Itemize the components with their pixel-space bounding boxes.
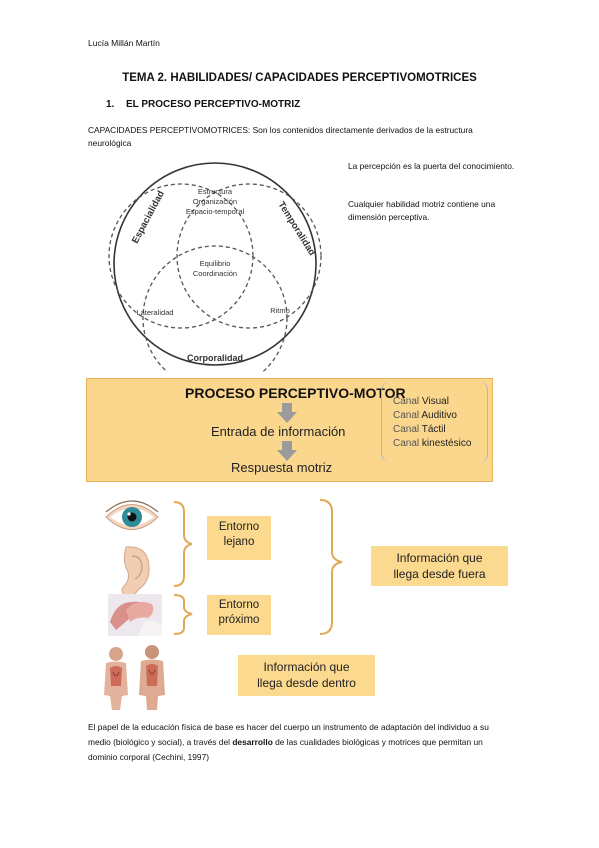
info-dentro-line2: llega desde dentro xyxy=(257,676,356,690)
human-body-icon xyxy=(139,645,165,710)
canales-bracket-left xyxy=(381,381,484,463)
hand-touch-icon xyxy=(108,594,162,636)
circle-corporalidad xyxy=(142,245,288,372)
proceso-respuesta: Respuesta motriz xyxy=(231,460,333,475)
ear-icon xyxy=(121,546,150,598)
entorno-proximo-line1: Entorno xyxy=(218,599,260,611)
venn-diagram: Espacialidad Temporalidad Corporalidad E… xyxy=(108,162,322,372)
proceso-banner: PROCESO PERCEPTIVO-MOTOR Entrada de info… xyxy=(86,378,493,482)
label-espacio-temporal: Espacio-temporal xyxy=(186,207,245,216)
label-temporalidad: Temporalidad xyxy=(275,200,317,258)
label-espacialidad: Espacialidad xyxy=(130,189,167,246)
info-fuera-line1: Información que xyxy=(396,551,483,565)
section-heading: 1. EL PROCESO PERCEPTIVO-MOTRIZ xyxy=(106,99,300,110)
eye-icon xyxy=(105,500,159,530)
label-equilibrio: Equilibrio xyxy=(200,259,231,268)
canal-visual: Canal Visual xyxy=(393,396,449,407)
label-estructura: Estructura xyxy=(198,187,233,196)
section-label: EL PROCESO PERCEPTIVO-MOTRIZ xyxy=(126,99,301,110)
canales-bracket-right xyxy=(479,381,488,463)
section-number: 1. xyxy=(106,99,115,110)
human-body-icon xyxy=(104,647,128,710)
info-fuera-box: Información que llega desde fuera xyxy=(371,546,508,586)
info-dentro-box: Información que llega desde dentro xyxy=(238,655,375,696)
label-corporalidad: Corporalidad xyxy=(187,353,243,363)
bracket-fuera xyxy=(319,499,343,635)
page-title: TEMA 2. HABILIDADES/ CAPACIDADES PERCEPT… xyxy=(122,72,477,84)
arrow-down-icon xyxy=(277,403,297,423)
label-ritmo: Ritmo xyxy=(270,306,290,315)
footer-text-bold: desarrollo xyxy=(232,737,273,747)
entorno-lejano-line2: lejano xyxy=(223,536,255,548)
info-fuera-line2: llega desde fuera xyxy=(393,567,486,581)
circle-temporalidad xyxy=(176,183,322,329)
author-name: Lucía Millán Martín xyxy=(88,38,160,48)
side-note-habilidad: Cualquier habilidad motriz contiene una … xyxy=(348,199,496,222)
side-note-percepcion: La percepción es la puerta del conocimie… xyxy=(348,161,515,171)
footer-text-end: de las cualidades biológicas y motrices … xyxy=(88,737,483,762)
canal-auditivo: Canal Auditivo xyxy=(393,410,457,421)
entorno-lejano-box: Entorno lejano xyxy=(207,516,271,560)
label-coordinacion: Coordinación xyxy=(193,269,237,278)
footer-paragraph: El papel de la educación física de base … xyxy=(88,720,513,765)
bracket-proximo xyxy=(173,594,193,635)
outer-circle xyxy=(113,162,317,366)
circle-espacialidad xyxy=(108,183,254,329)
proceso-entrada: Entrada de información xyxy=(211,424,346,439)
entorno-diagram xyxy=(104,499,343,710)
canal-kinestesico: Canal kinestésico xyxy=(393,438,472,449)
bracket-lejano xyxy=(173,501,193,587)
label-lateralidad: Lateralidad xyxy=(136,308,173,317)
intro-paragraph: CAPACIDADES PERCEPTIVOMOTRICES: Son los … xyxy=(88,125,473,148)
label-organizacion: Organización xyxy=(193,197,237,206)
footer-text-start: El papel de la educación física de base … xyxy=(88,722,489,747)
canal-tactil: Canal Táctil xyxy=(393,424,446,435)
entorno-lejano-line1: Entorno xyxy=(218,521,260,533)
proceso-title: PROCESO PERCEPTIVO-MOTOR xyxy=(185,385,406,401)
arrow-down-icon xyxy=(277,441,297,461)
entorno-proximo-box: Entorno próximo xyxy=(207,595,271,635)
entorno-proximo-line2: próximo xyxy=(218,614,260,626)
info-dentro-line1: Información que xyxy=(263,660,350,674)
